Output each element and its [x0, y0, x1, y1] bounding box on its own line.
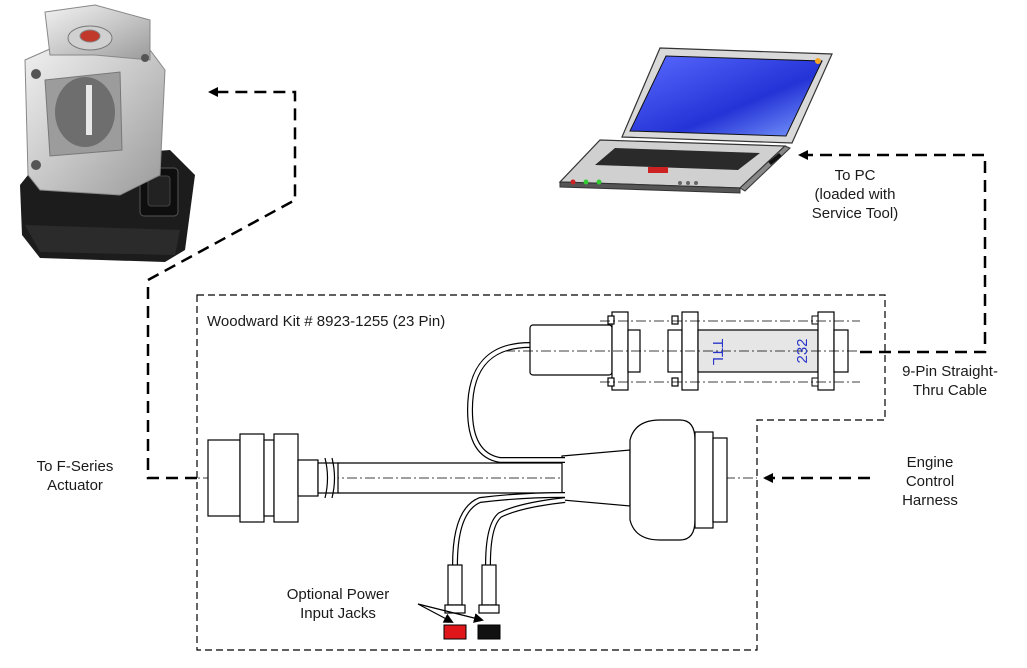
actuator-label: To F-Series Actuator [20, 457, 130, 495]
harness-line-1: Engine [906, 454, 954, 471]
kit-boundary [196, 294, 886, 651]
jack-pointer-arrows [417, 603, 484, 623]
actuator-arrow-line [146, 87, 297, 480]
harness-line-2: Control [905, 473, 955, 490]
cable-line-1: 9-Pin Straight- [902, 363, 998, 380]
to-pc-label: To PC (loaded with Service Tool) [790, 166, 920, 223]
power-jacks-label: Optional Power Input Jacks [268, 585, 408, 623]
power-jack-red [443, 564, 467, 640]
to-pc-line-1: To PC [834, 167, 876, 184]
power-jack-wires [452, 492, 566, 566]
actuator-photo-icon [20, 4, 195, 262]
to-pc-line-2: (loaded with [814, 186, 896, 203]
harness-line-3: Harness [902, 492, 958, 509]
power-jack-black [477, 564, 501, 640]
laptop-icon [558, 47, 833, 194]
harness-connector [561, 419, 728, 541]
to-pc-line-3: Service Tool) [811, 205, 899, 222]
cable-line-2: Thru Cable [912, 382, 988, 399]
actuator-line-2: Actuator [47, 477, 103, 494]
cable-label: 9-Pin Straight- Thru Cable [885, 362, 1015, 400]
harness-label: Engine Control Harness [880, 453, 980, 510]
converter-ttl-text: TTL [709, 339, 726, 366]
power-jacks-line-2: Input Jacks [300, 605, 376, 622]
power-jacks-line-1: Optional Power [286, 586, 390, 603]
pc-arrow-line [798, 150, 987, 354]
actuator-line-1: To F-Series [36, 458, 114, 475]
23-pin-connector-icon [207, 433, 339, 523]
converter-232-text: 232 [794, 338, 811, 363]
kit-title-label: Woodward Kit # 8923-1255 (23 Pin) [207, 313, 446, 330]
